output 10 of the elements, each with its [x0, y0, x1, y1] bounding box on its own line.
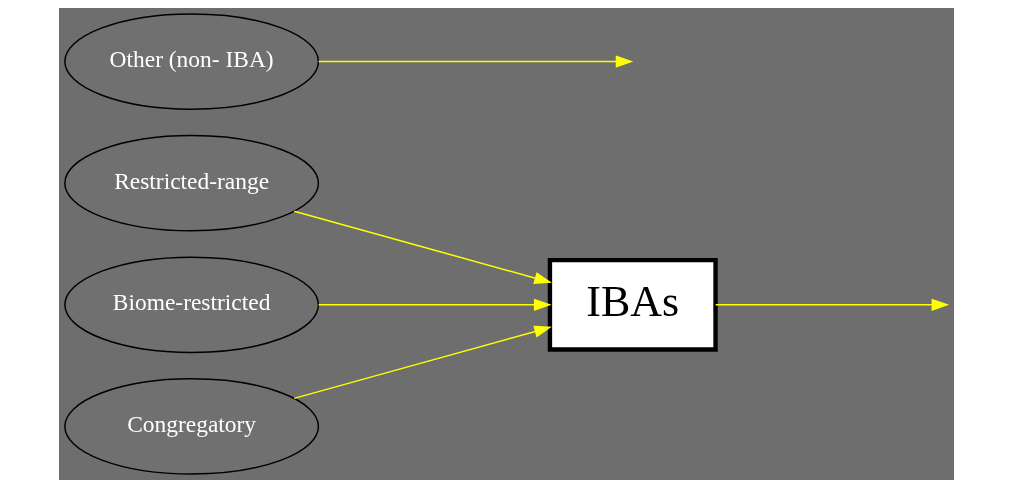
- node-ellipse: Restricted-range: [63, 134, 319, 232]
- arrow: [292, 325, 552, 400]
- arrow: [714, 298, 949, 311]
- arrow: [292, 210, 552, 284]
- node-ellipse: Biome-restricted: [63, 256, 319, 354]
- arrow: [317, 55, 633, 68]
- node-ellipse: Other (non- IBA): [63, 13, 319, 110]
- arrow: [317, 298, 551, 311]
- node-ellipse: Congregatory: [63, 378, 319, 475]
- node-box: IBAs: [547, 257, 718, 352]
